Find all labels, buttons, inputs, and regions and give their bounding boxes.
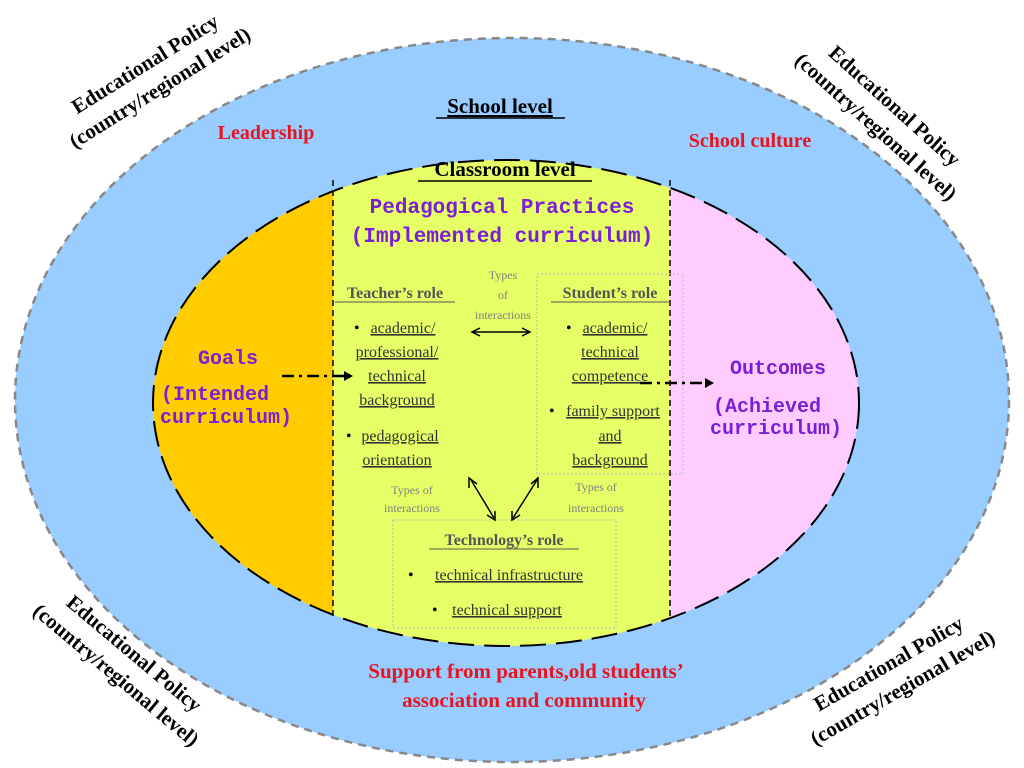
- bullet: •: [549, 403, 555, 420]
- goals-to-classroom-arrow: [282, 371, 353, 381]
- teacher-item: background: [359, 392, 435, 409]
- achieved-curriculum-line1: (Achieved: [713, 396, 821, 419]
- school-level-title: School level: [447, 94, 553, 118]
- implemented-curriculum-label: (Implemented curriculum): [351, 226, 653, 249]
- student-role-box: Student’s role • academic/ technical com…: [549, 285, 670, 469]
- leadership-label: Leadership: [218, 122, 315, 144]
- teacher-role-box: Teacher’s role • academic/ professional/…: [335, 285, 455, 469]
- bullet: •: [566, 320, 572, 337]
- intended-curriculum-line2: curriculum): [160, 407, 292, 430]
- classroom-to-outcomes-arrow: [640, 378, 714, 388]
- student-item: technical: [581, 344, 639, 361]
- interactions-label-right: Types of interactions: [568, 480, 624, 515]
- classroom-boundary: [152, 159, 860, 647]
- bullet: •: [432, 602, 438, 619]
- pedagogical-practices-title: Pedagogical Practices: [370, 197, 635, 220]
- student-item: academic/: [583, 320, 648, 337]
- teacher-technology-arrow: [468, 476, 496, 522]
- student-item: family support: [566, 403, 660, 420]
- teacher-role-title: Teacher’s role: [347, 285, 443, 302]
- teacher-item: academic/: [371, 320, 436, 337]
- student-role-frame: [536, 273, 684, 475]
- outcomes-title: Outcomes: [730, 358, 826, 381]
- technology-item: technical infrastructure: [435, 567, 583, 584]
- technology-role-box: Technology’s role • technical infrastruc…: [408, 532, 583, 619]
- student-item: competence: [572, 368, 648, 385]
- teacher-student-arrow: [470, 327, 532, 337]
- interactions-text: Types of: [575, 480, 616, 494]
- teacher-item: technical: [368, 368, 426, 385]
- teacher-item: orientation: [362, 452, 431, 469]
- achieved-curriculum-line2: curriculum): [710, 418, 842, 441]
- classroom-level-title: Classroom level: [434, 157, 576, 181]
- student-item: background: [572, 452, 648, 469]
- teacher-item: pedagogical: [361, 428, 439, 445]
- interactions-text: Types: [489, 268, 518, 282]
- student-role-title: Student’s role: [563, 285, 658, 302]
- teacher-item: professional/: [356, 344, 439, 361]
- interactions-label-top: Types of interactions: [475, 268, 531, 322]
- technology-item: technical support: [452, 602, 562, 619]
- bullet: •: [346, 428, 352, 445]
- interactions-text: interactions: [475, 308, 531, 322]
- support-label-line1: Support from parents,old students’: [368, 659, 683, 683]
- technology-role-frame: [392, 519, 617, 629]
- school-culture-label: School culture: [689, 130, 812, 152]
- intended-curriculum-line1: (Intended: [161, 384, 269, 407]
- interactions-label-left: Types of interactions: [384, 483, 440, 515]
- bullet: •: [408, 567, 414, 584]
- classroom-region: [333, 160, 670, 646]
- interactions-text: interactions: [568, 501, 624, 515]
- student-technology-arrow: [511, 476, 539, 522]
- interactions-text: of: [498, 288, 508, 302]
- support-label-line2: association and community: [402, 688, 646, 712]
- technology-role-title: Technology’s role: [445, 532, 564, 549]
- goals-title: Goals: [198, 348, 258, 371]
- interactions-text: Types of: [391, 483, 432, 497]
- interactions-text: interactions: [384, 501, 440, 515]
- student-item: and: [598, 428, 621, 445]
- bullet: •: [354, 320, 360, 337]
